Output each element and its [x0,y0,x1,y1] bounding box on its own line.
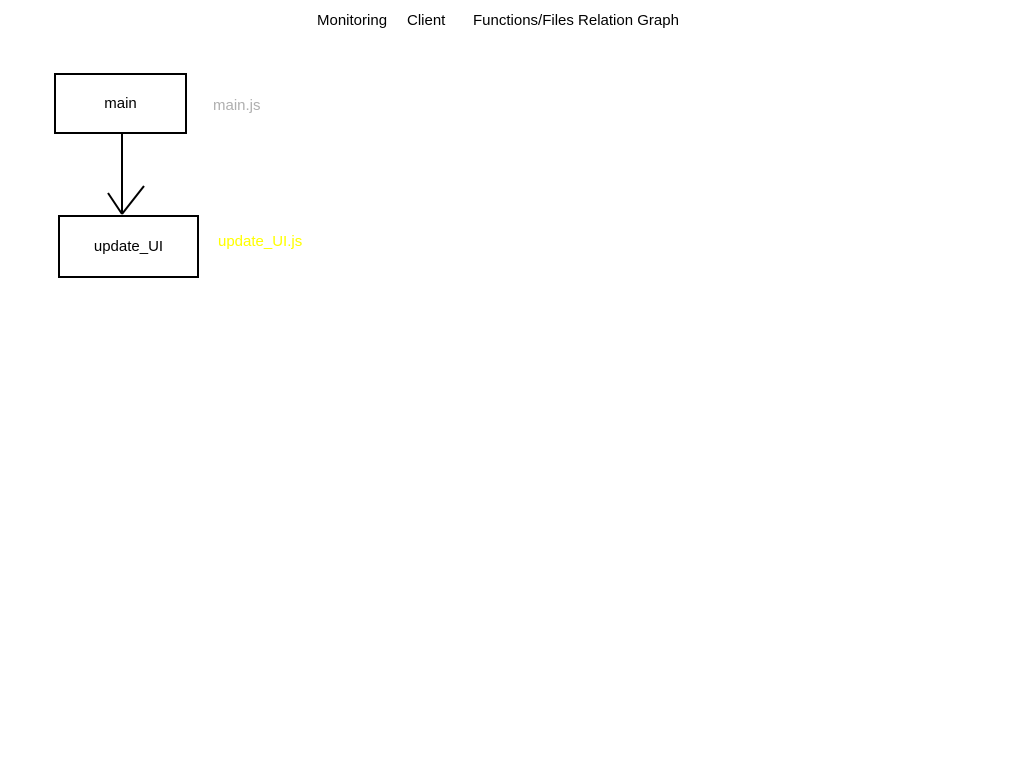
node-update-ui[interactable]: update_UI [58,215,199,278]
node-update-ui-label: update_UI [93,238,164,255]
node-main-label: main [104,95,137,112]
title-word-monitoring: Monitoring [317,12,388,29]
title-word-relation-graph: Functions/Files Relation Graph [473,12,679,29]
file-label-main-js: main.js [213,97,261,114]
arrowhead-left [107,192,123,215]
title-word-client: Client [407,12,446,29]
arrowhead-right [121,185,145,215]
node-main[interactable]: main [54,73,187,134]
edge-main-to-update-ui [107,134,145,215]
file-label-update-ui-js: update_UI.js [218,233,303,250]
